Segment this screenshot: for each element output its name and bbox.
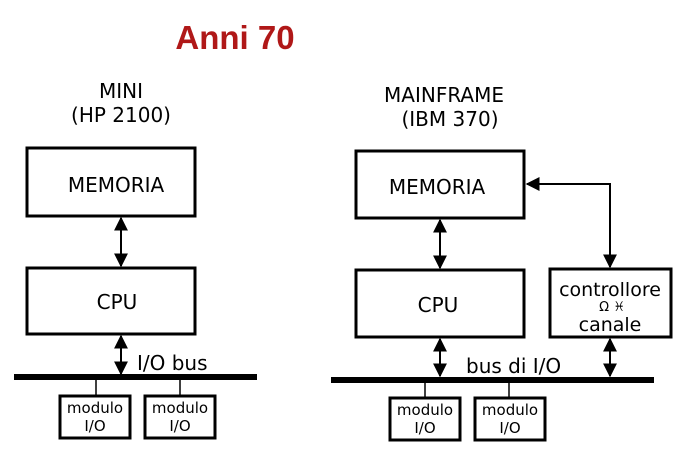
- mainframe-module-2-box: [473, 396, 547, 442]
- mainframe-module-2-line1: modulo: [482, 401, 538, 419]
- mini-module-1-box: [58, 394, 132, 440]
- mini-cpu-box: [25, 266, 197, 336]
- mainframe-cpu-box: [354, 268, 526, 339]
- mini-module-2-line1: modulo: [152, 399, 208, 417]
- mainframe-module-1-line1: modulo: [397, 401, 453, 419]
- mainframe-bus-label: bus di I/O: [466, 354, 561, 378]
- mini-memory-label: MEMORIA: [68, 173, 165, 197]
- mini-cpu-label: CPU: [97, 290, 138, 314]
- mini-module-1-line2: I/O: [84, 417, 105, 435]
- mainframe-memory-label: MEMORIA: [389, 175, 486, 199]
- mini-module-2-line2: I/O: [169, 417, 190, 435]
- mainframe-memory-box: [354, 149, 526, 220]
- mainframe-module-1-box: [388, 396, 462, 442]
- mini-module-2-box: [143, 394, 217, 440]
- mini-memory-box: [25, 146, 197, 218]
- mini-module-1-line1: modulo: [67, 399, 123, 417]
- channel-controller-symbol: Ω ♓: [599, 300, 625, 315]
- mainframe-module-2-line2: I/O: [499, 419, 520, 437]
- mini-heading: MINI: [99, 79, 143, 103]
- mainframe-module-1-line2: I/O: [414, 419, 435, 437]
- mainframe-cpu-label: CPU: [418, 293, 459, 317]
- channel-controller-box: [548, 267, 673, 339]
- memory-controller-arrow: [525, 177, 617, 269]
- mainframe-model: (IBM 370): [401, 107, 498, 131]
- channel-controller-label-line1: controllore: [559, 279, 661, 301]
- mini-model: (HP 2100): [71, 103, 171, 127]
- channel-controller-label-line2: canale: [579, 314, 642, 336]
- diagram-title: Anni 70: [175, 19, 294, 56]
- mainframe-heading: MAINFRAME: [384, 83, 504, 107]
- mini-bus-label: I/O bus: [137, 351, 208, 375]
